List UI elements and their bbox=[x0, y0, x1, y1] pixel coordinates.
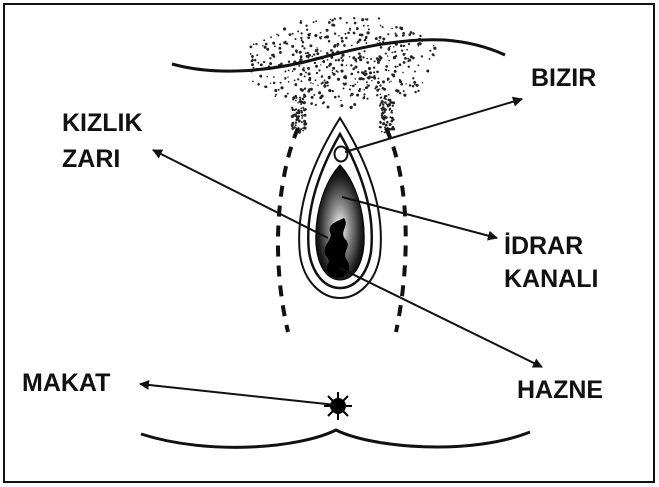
label-kizlik-zari-line2: ZARI bbox=[62, 145, 120, 173]
label-hazne: HAZNE bbox=[517, 376, 603, 404]
label-bizir: BIZIR bbox=[531, 64, 596, 92]
label-makat: MAKAT bbox=[22, 369, 110, 397]
clitoris-circle bbox=[335, 147, 348, 162]
label-idrar-kanali-line1: İDRAR bbox=[504, 232, 583, 260]
label-kizlik-zari-line1: KIZLIK bbox=[62, 109, 143, 137]
anus-mark bbox=[324, 392, 352, 420]
hazne-blob bbox=[327, 258, 349, 278]
label-idrar-kanali-line2: KANALI bbox=[504, 265, 598, 293]
